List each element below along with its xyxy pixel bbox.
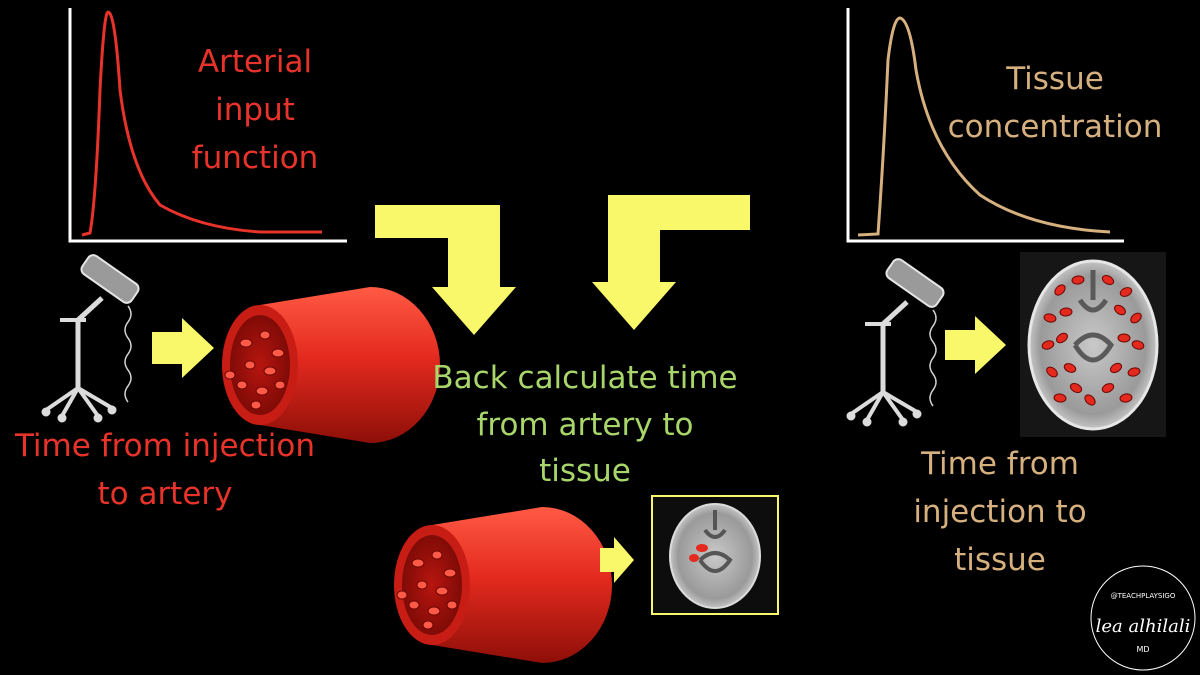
brain-vessel-dot	[1059, 307, 1073, 317]
tissue-axes	[846, 8, 1124, 243]
brain-vessel-dot	[1071, 275, 1085, 285]
injector-icon	[42, 253, 141, 422]
elbow-arrow-right	[592, 195, 750, 330]
brain-vessel-dot	[1119, 393, 1133, 403]
injection-to-artery-label: Time from injection to artery	[14, 428, 316, 513]
svg-text:@TEACHPLAYSIGO: @TEACHPLAYSIGO	[1111, 592, 1176, 600]
brain-vessel-dot	[1109, 362, 1123, 374]
arterial-curve	[81, 10, 322, 237]
brain-vessel-dot	[1053, 393, 1067, 403]
arterial-curve-plot	[68, 8, 347, 243]
signature-logo: @TEACHPLAYSIGO lea alhilali MD	[1090, 565, 1196, 671]
brain-vessel-dot	[1041, 340, 1055, 350]
brain-vessel-dot	[1119, 287, 1133, 297]
injection-to-tissue-label: Time from injection to tissue	[913, 446, 1087, 579]
brain-vessel-dot	[1117, 333, 1131, 343]
elbow-arrow-left	[375, 205, 516, 335]
svg-text:lea alhilali: lea alhilali	[1096, 616, 1191, 637]
tissue-label-text: Tissue concentration	[947, 61, 1163, 146]
injector-icon-right	[847, 257, 946, 426]
arterial-label-text: Arterial input function	[191, 44, 319, 177]
brain-vessel-dot	[1063, 363, 1077, 373]
brain-vessel-dot	[1101, 383, 1115, 393]
brain-vessel-dot	[1069, 382, 1083, 394]
small-brain-mri-icon	[651, 495, 779, 615]
brain-vessel-dot	[1101, 274, 1115, 286]
blood-vessel-icon	[221, 286, 441, 444]
back-calculate-label: Back calculate time from artery to tissu…	[432, 360, 738, 489]
brain-vessel-dot	[1130, 312, 1142, 324]
brain-vessel-dot	[1127, 367, 1141, 377]
tissue-curve	[857, 16, 1111, 237]
tissue-curve-plot	[846, 8, 1124, 243]
brain-vessel-dot	[1131, 340, 1145, 350]
blood-vessel-icon-bottom	[393, 506, 613, 664]
brain-vessel-dot	[1084, 394, 1096, 406]
brain-vessel-dot	[1114, 304, 1126, 316]
brain-vessel-dot	[1043, 313, 1057, 323]
brain-vessel-dot	[1046, 366, 1058, 378]
arrow-to-small-brain	[600, 537, 634, 583]
arrow-to-brain	[945, 316, 1006, 374]
svg-text:MD: MD	[1136, 645, 1149, 654]
arrow-to-vessel	[152, 318, 214, 378]
arterial-axes	[68, 8, 347, 243]
brain-vessel-dot	[1056, 332, 1068, 344]
brain-mri-icon	[1020, 252, 1166, 437]
brain-vessel-dot	[1054, 284, 1066, 296]
